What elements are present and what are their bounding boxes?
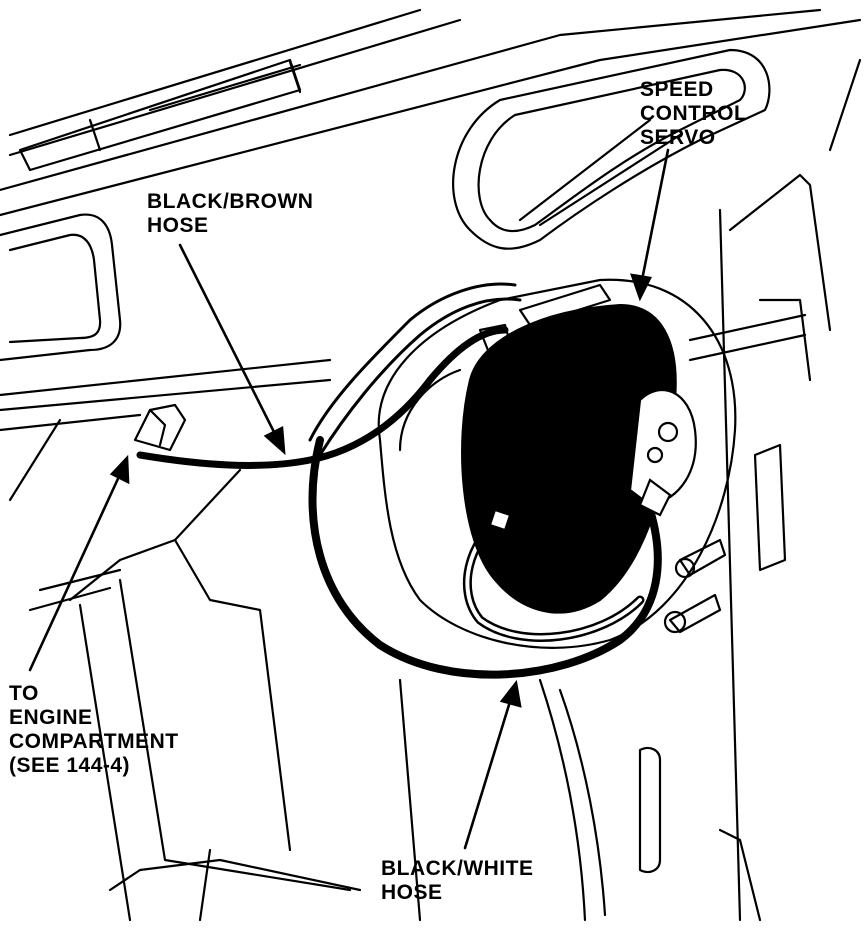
brown-hose-leader-arrow <box>178 243 286 456</box>
black-brown-hose-label-line: HOSE <box>147 214 209 237</box>
right-panel-structure <box>638 58 862 922</box>
engine-compartment-label-line: TO <box>9 682 39 705</box>
black-white-hose-label-line: HOSE <box>381 881 443 904</box>
speed-control-servo-label: SPEED CONTROL SERVO <box>640 78 747 150</box>
black-white-hose-label-line: BLACK/WHITE <box>381 857 534 880</box>
upper-loop-panel <box>452 48 771 250</box>
upper-body-panel <box>0 8 862 217</box>
lower-body-structure <box>68 468 362 922</box>
black-brown-hose <box>136 326 509 469</box>
speed-control-servo-label-line: SPEED <box>640 78 714 101</box>
center-pillar <box>398 678 607 922</box>
black-white-hose <box>308 436 662 679</box>
white-hose-leader-arrow <box>463 679 522 850</box>
servo-leader-arrow <box>630 148 670 302</box>
speed-control-servo-body <box>461 303 697 614</box>
speed-control-servo-label-line: CONTROL <box>640 102 748 125</box>
engine-compartment-leader-arrow <box>28 454 130 672</box>
black-brown-hose-label: BLACK/BROWN HOSE <box>147 190 313 238</box>
left-window-opening <box>0 213 122 362</box>
black-white-hose-label: BLACK/WHITE HOSE <box>381 857 533 905</box>
engine-compartment-label-line: COMPARTMENT <box>9 730 179 753</box>
body-rails <box>0 358 332 612</box>
hose-connector-block <box>133 403 187 452</box>
engine-compartment-label-line: (SEE 144-4) <box>9 754 131 777</box>
speed-control-servo-label-line: SERVO <box>640 126 716 149</box>
engine-compartment-label-line: ENGINE <box>9 706 93 729</box>
mounting-bolts <box>663 538 727 634</box>
engine-compartment-label: TO ENGINE COMPARTMENT (SEE 144-4) <box>9 682 179 778</box>
black-brown-hose-label-line: BLACK/BROWN <box>147 190 314 213</box>
